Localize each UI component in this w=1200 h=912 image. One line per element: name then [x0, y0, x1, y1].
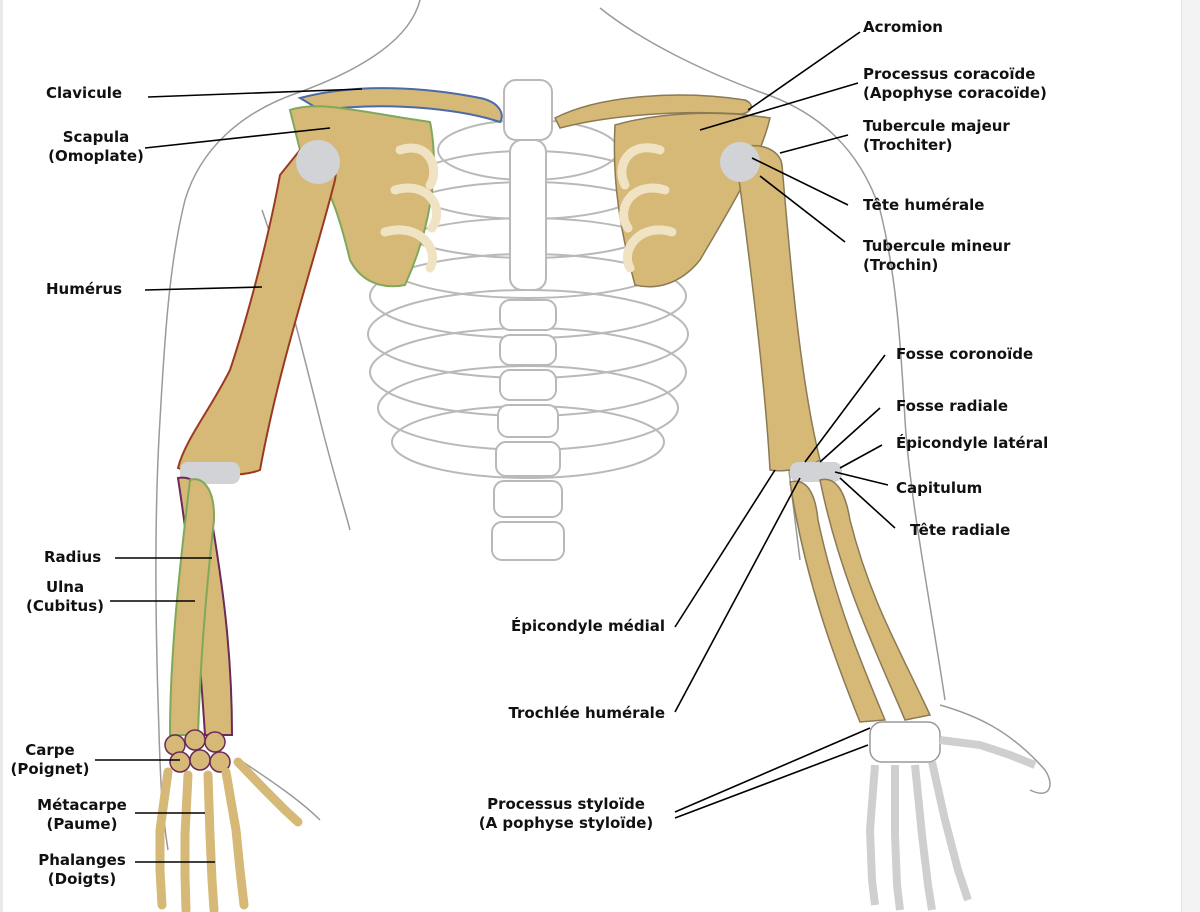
label-scapula: Scapula(Omoplate) — [48, 128, 144, 165]
label-clavicule: Clavicule — [46, 84, 123, 102]
right-humerus — [734, 144, 821, 472]
left-ulna — [168, 478, 216, 736]
label-capitulum: Capitulum — [896, 479, 983, 497]
left-humerus — [176, 145, 337, 476]
label-tubercule-mineur: Tubercule mineur(Trochin) — [863, 237, 1011, 274]
label-phalanges: Phalanges(Doigts) — [38, 851, 126, 888]
right-frame-edge — [1181, 0, 1200, 912]
label-humerus: Humérus — [46, 280, 123, 298]
leader-lines — [95, 31, 896, 863]
right-radius — [819, 478, 932, 721]
label-tete-radiale: Tête radiale — [910, 521, 1011, 539]
right-elbow-cartilage — [790, 462, 842, 482]
label-carpe: Carpe(Poignet) — [10, 741, 90, 778]
label-epicondyle-lateral: Épicondyle latéral — [896, 434, 1049, 452]
label-metacarpe: Métacarpe(Paume) — [37, 796, 127, 833]
left-carpals — [164, 729, 231, 773]
left-hand-bones — [155, 757, 303, 912]
ribs-overlay — [380, 143, 677, 273]
label-processus-styloide: Processus styloïde(A pophyse styloïde) — [478, 795, 654, 832]
label-ulna: Ulna(Cubitus) — [25, 578, 105, 615]
label-fosse-coronoide: Fosse coronoïde — [896, 345, 1034, 363]
label-radius: Radius — [44, 548, 102, 566]
left-frame-edge — [0, 0, 3, 912]
left-clavicle — [297, 87, 503, 124]
right-ulna — [789, 480, 887, 723]
label-fosse-radiale: Fosse radiale — [896, 397, 1009, 415]
right-humeral-head — [720, 142, 760, 182]
right-hand-bones — [865, 721, 1037, 911]
label-tete-humerale: Tête humérale — [863, 196, 985, 214]
spine — [491, 79, 565, 561]
label-epicondyle-medial: Épicondyle médial — [511, 617, 665, 635]
label-acromion: Acromion — [863, 18, 943, 36]
label-processus-coracoide: Processus coracoïde(Apophyse coracoïde) — [863, 65, 1047, 102]
left-humeral-head — [296, 140, 340, 184]
label-trochlee-humerale: Trochlée humérale — [508, 704, 665, 722]
label-tubercule-majeur: Tubercule majeur(Trochiter) — [863, 117, 1010, 154]
